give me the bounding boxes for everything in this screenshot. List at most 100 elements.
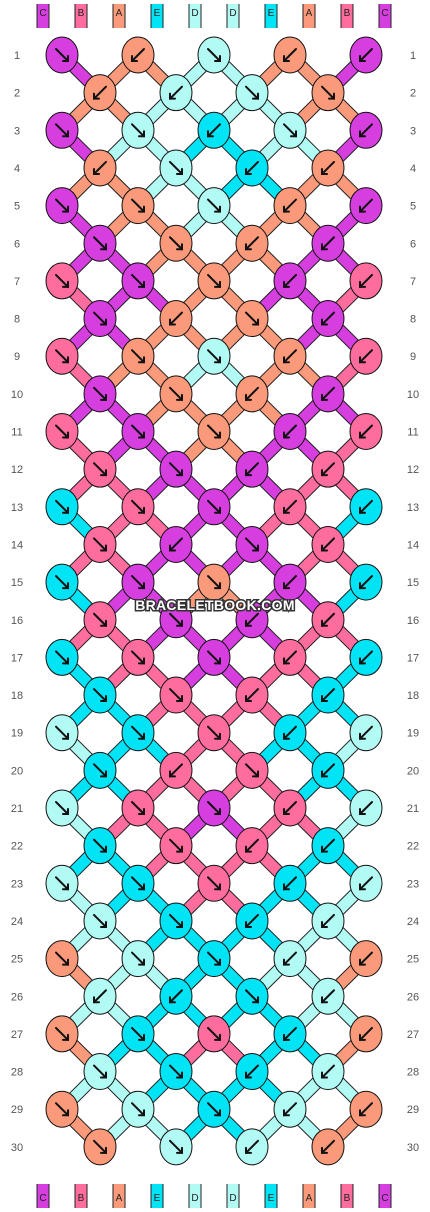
arrow-icon (207, 424, 221, 439)
arrow-head (245, 1146, 252, 1154)
arrow-icon (321, 612, 335, 627)
arrow-head (214, 582, 221, 590)
arrow-icon (207, 650, 221, 665)
row-number-left: 15 (11, 577, 23, 589)
arrow-head (131, 55, 138, 62)
knot-26-2 (159, 977, 193, 1015)
arrow-head (169, 770, 176, 778)
arrow-head (100, 845, 107, 853)
knot-7-4 (273, 262, 307, 300)
arrow-icon (55, 951, 69, 966)
knot-30-2 (159, 1128, 193, 1166)
knot-24-2 (159, 902, 193, 940)
arrow-icon (359, 876, 373, 891)
knot-22-4 (311, 827, 345, 865)
arrow-head (359, 1109, 366, 1117)
arrow-head (283, 1033, 290, 1041)
knot-2-1 (83, 74, 117, 112)
knot-28-3 (235, 1053, 269, 1091)
knot-7-3 (197, 262, 231, 300)
arrow-icon (93, 160, 107, 175)
arrow-icon (359, 424, 373, 439)
row-number-right: 16 (407, 615, 419, 627)
arrow-head (283, 582, 290, 590)
arrow-icon (321, 160, 335, 175)
knot-9-1 (45, 337, 79, 375)
knot-11-4 (273, 413, 307, 450)
arrow-icon (55, 876, 69, 891)
thread-letter-bottom: B (344, 1193, 351, 1204)
knot-1-4 (273, 36, 307, 74)
arrow-icon (321, 311, 335, 326)
row-number-left: 23 (11, 878, 23, 890)
arrow-icon (55, 424, 69, 439)
knot-3-2 (121, 111, 155, 149)
arrow-icon (169, 1064, 183, 1079)
knot-25-5 (349, 940, 383, 978)
knot-16-1 (83, 601, 117, 639)
arrow-head (100, 544, 107, 552)
arrow-head (176, 243, 183, 251)
arrow-icon (169, 1139, 183, 1154)
row-number-right: 27 (407, 1029, 419, 1041)
arrow-icon (359, 575, 373, 590)
row-number-right: 23 (407, 878, 419, 890)
arrow-icon (131, 876, 145, 891)
arrow-head (100, 1071, 107, 1079)
thread-letter-bottom: D (229, 1193, 236, 1204)
row-number-right: 12 (407, 464, 419, 476)
arrow-icon (207, 273, 221, 288)
arrow-head (214, 657, 221, 665)
arrow-icon (169, 85, 183, 100)
arrow-head (62, 883, 69, 891)
knot-17-4 (273, 638, 307, 676)
arrow-head (359, 280, 366, 288)
knot-2-3 (235, 74, 269, 112)
arrow-head (321, 318, 328, 326)
thread-letter-bottom: C (381, 1193, 388, 1204)
arrow-head (283, 431, 290, 439)
row-number-left: 30 (11, 1142, 23, 1154)
thread-letter-bottom: B (78, 1193, 85, 1204)
knot-18-3 (235, 676, 269, 714)
arrow-icon (359, 951, 373, 966)
knot-9-4 (273, 337, 307, 375)
row-number-left: 27 (11, 1029, 23, 1041)
arrow-icon (283, 1026, 297, 1041)
arrow-icon (207, 876, 221, 891)
knot-1-3 (197, 36, 231, 74)
arrow-head (283, 657, 290, 665)
knot-25-1 (45, 940, 79, 978)
arrow-icon (131, 198, 145, 213)
arrow-head (290, 130, 297, 138)
arrow-head (321, 393, 328, 401)
arrow-icon (359, 1026, 373, 1041)
knot-11-3 (197, 413, 231, 450)
thread-letter-top: A (116, 8, 123, 19)
arrow-head (359, 883, 366, 891)
arrow-head (138, 732, 145, 740)
arrow-icon (283, 951, 297, 966)
knot-21-4 (273, 789, 307, 827)
arrow-icon (93, 386, 107, 401)
thread-letter-bottom: D (191, 1193, 198, 1204)
row-number-right: 20 (407, 765, 419, 777)
knot-23-5 (349, 864, 383, 902)
arrow-head (93, 92, 100, 100)
arrow-head (283, 732, 290, 740)
arrow-head (62, 205, 69, 213)
arrow-icon (131, 951, 145, 966)
arrow-icon (169, 612, 183, 627)
arrow-icon (169, 311, 183, 326)
arrow-head (245, 469, 252, 477)
arrow-head (252, 770, 259, 778)
arrow-icon (283, 424, 297, 439)
arrow-icon (169, 688, 183, 703)
arrow-head (138, 506, 145, 514)
arrow-icon (283, 650, 297, 665)
arrow-icon (321, 1139, 335, 1154)
arrow-head (283, 280, 290, 288)
knot-30-4 (311, 1128, 345, 1166)
thread-letter-top: B (78, 8, 85, 19)
